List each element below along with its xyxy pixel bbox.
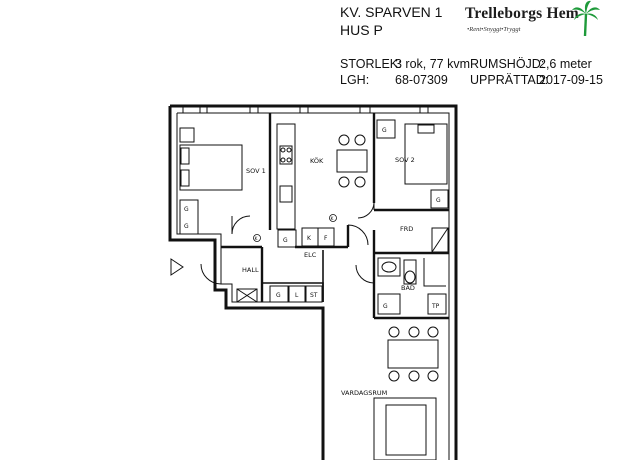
fixture-g-sov2a: G (382, 127, 387, 134)
fixture-g-hall: G (276, 292, 281, 299)
room-label-vardagsrum: VARDAGSRUM (341, 389, 387, 397)
block-name: KV. SPARVEN 1 (340, 4, 443, 20)
date-label: UPPRÄTTAD: (470, 73, 549, 87)
door-bad (355, 264, 375, 284)
height-value: 2,6 meter (539, 57, 592, 71)
date-value: 2017-09-15 (539, 73, 603, 87)
palm-tree-icon (572, 0, 600, 37)
room-label-elc: ELC (304, 251, 317, 259)
fixture-g-bad: G (383, 303, 388, 310)
door-kok (347, 224, 369, 246)
door-sov1 (231, 215, 251, 235)
fixture-g-sov1a: G (184, 206, 189, 213)
entry-arrow-icon (170, 258, 184, 276)
fixture-g-sov1b: G (184, 223, 189, 230)
fixture-l: L (295, 292, 299, 299)
height-label: RUMSHÖJD: (470, 57, 545, 71)
fixture-k: K (307, 235, 312, 242)
building-name: HUS P (340, 22, 383, 38)
room-label-frd: FRD (400, 225, 413, 233)
fixture-st: ST (310, 292, 318, 299)
room-label-sov2: SOV 2 (395, 156, 415, 164)
room-label-bad: BAD (401, 284, 415, 292)
door-sov2 (357, 202, 375, 219)
size-value: 3 rok, 77 kvm (395, 57, 471, 71)
room-label-sov1: SOV 1 (246, 167, 266, 175)
door-entry (200, 263, 222, 285)
apartment-label: LGH: (340, 73, 370, 87)
company-logo: Trelleborgs Hem •Rent•Snyggt•Tryggt (465, 0, 615, 40)
size-label: STORLEK: (340, 57, 402, 71)
outer-wall (170, 104, 458, 460)
fixture-tp: TP (431, 303, 440, 310)
room-label-kok: KÖK (310, 156, 324, 165)
logo-tagline: •Rent•Snyggt•Tryggt (467, 26, 521, 33)
apartment-value: 68-07309 (395, 73, 448, 87)
outer-wall-left (168, 106, 325, 460)
logo-name: Trelleborgs Hem (465, 5, 579, 22)
fixture-k-kok: K (331, 216, 335, 222)
room-label-hall: HALL (242, 266, 259, 274)
fixture-k-hall: K (255, 236, 259, 242)
fixture-g-kok: G (283, 237, 288, 244)
fixture-g-sov2b: G (436, 197, 441, 204)
fixture-f: F (324, 235, 328, 242)
